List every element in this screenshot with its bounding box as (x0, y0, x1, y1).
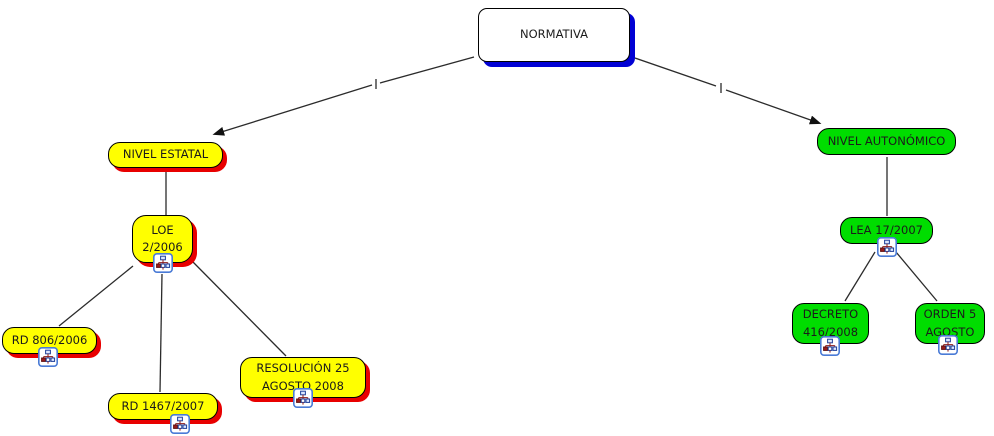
node-label: RD 1467/2007 (121, 398, 205, 413)
node-label: LOE 2/2006 (142, 222, 183, 254)
edge-lea-decreto[interactable] (844, 251, 876, 302)
edge-normativa-nivel-estatal-b[interactable] (212, 84, 373, 136)
org-chart-icon[interactable] (938, 335, 958, 355)
node-label: DECRETO 416/2008 (802, 307, 859, 339)
node-label: RD 806/2006 (11, 332, 88, 347)
edge-lea-orden[interactable] (895, 251, 938, 302)
org-chart-icon[interactable] (877, 237, 897, 257)
node-label: ORDEN 5 AGOSTO (923, 307, 977, 339)
node-label: LEA 17/2007 (850, 222, 923, 237)
node-label: NIVEL AUTONÓMICO (827, 133, 946, 148)
node-label: NIVEL ESTATAL (122, 147, 209, 162)
org-chart-icon[interactable] (820, 336, 840, 356)
org-chart-icon[interactable] (38, 347, 58, 367)
concept-node-nivel-estatal[interactable]: NIVEL ESTATAL (108, 142, 223, 168)
org-chart-icon[interactable] (153, 253, 173, 273)
edge-loe-rd806[interactable] (58, 265, 134, 327)
concept-node-decreto-416-2008[interactable]: DECRETO 416/2008 (792, 303, 869, 344)
concept-node-nivel-autonomico[interactable]: NIVEL AUTONÓMICO (817, 128, 956, 155)
org-chart-icon[interactable] (170, 414, 190, 434)
edge-loe-resolucion[interactable] (192, 261, 287, 357)
org-chart-icon[interactable] (293, 388, 313, 408)
edge-normativa-nivel-autonomico-a[interactable] (634, 57, 717, 87)
edge-normativa-nivel-autonomico-b[interactable] (725, 89, 822, 125)
concept-node-rd-1467-2007[interactable]: RD 1467/2007 (108, 393, 218, 420)
concept-node-normativa[interactable]: NORMATIVA (478, 8, 630, 62)
edge-normativa-nivel-estatal-a[interactable] (379, 56, 475, 84)
node-label: NORMATIVA (520, 27, 588, 42)
edge-loe-rd1467[interactable] (159, 273, 163, 393)
